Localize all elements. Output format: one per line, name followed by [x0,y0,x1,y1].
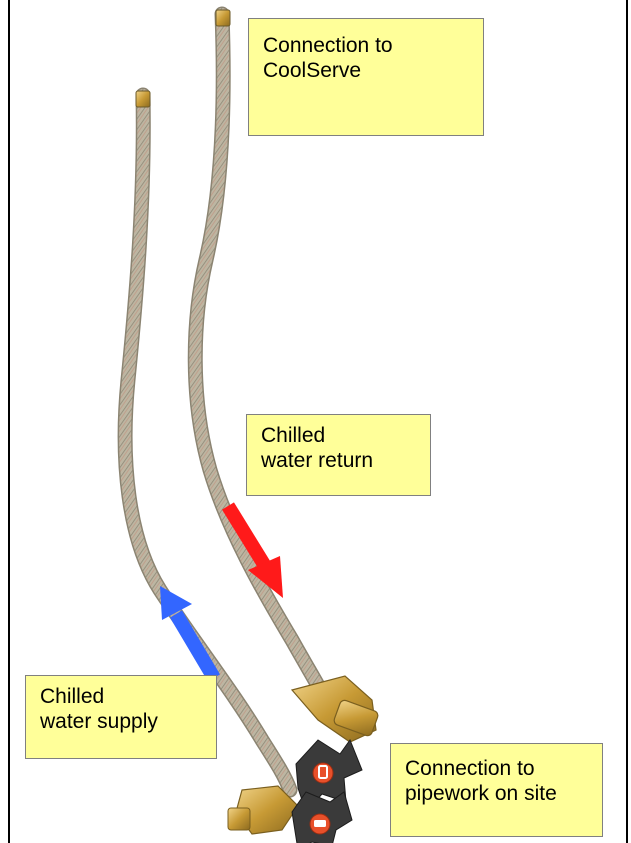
label-connection-coolserve: Connection to CoolServe [248,18,484,136]
return-top-nut [216,10,230,26]
label-connection-pipework: Connection to pipework on site [390,743,603,837]
supply-top-nut [136,91,150,107]
supply-flow-arrow-icon [160,586,214,678]
label-chilled-water-supply: Chilled water supply [25,675,217,759]
return-valve [292,676,379,812]
label-chilled-water-return: Chilled water return [246,414,431,496]
